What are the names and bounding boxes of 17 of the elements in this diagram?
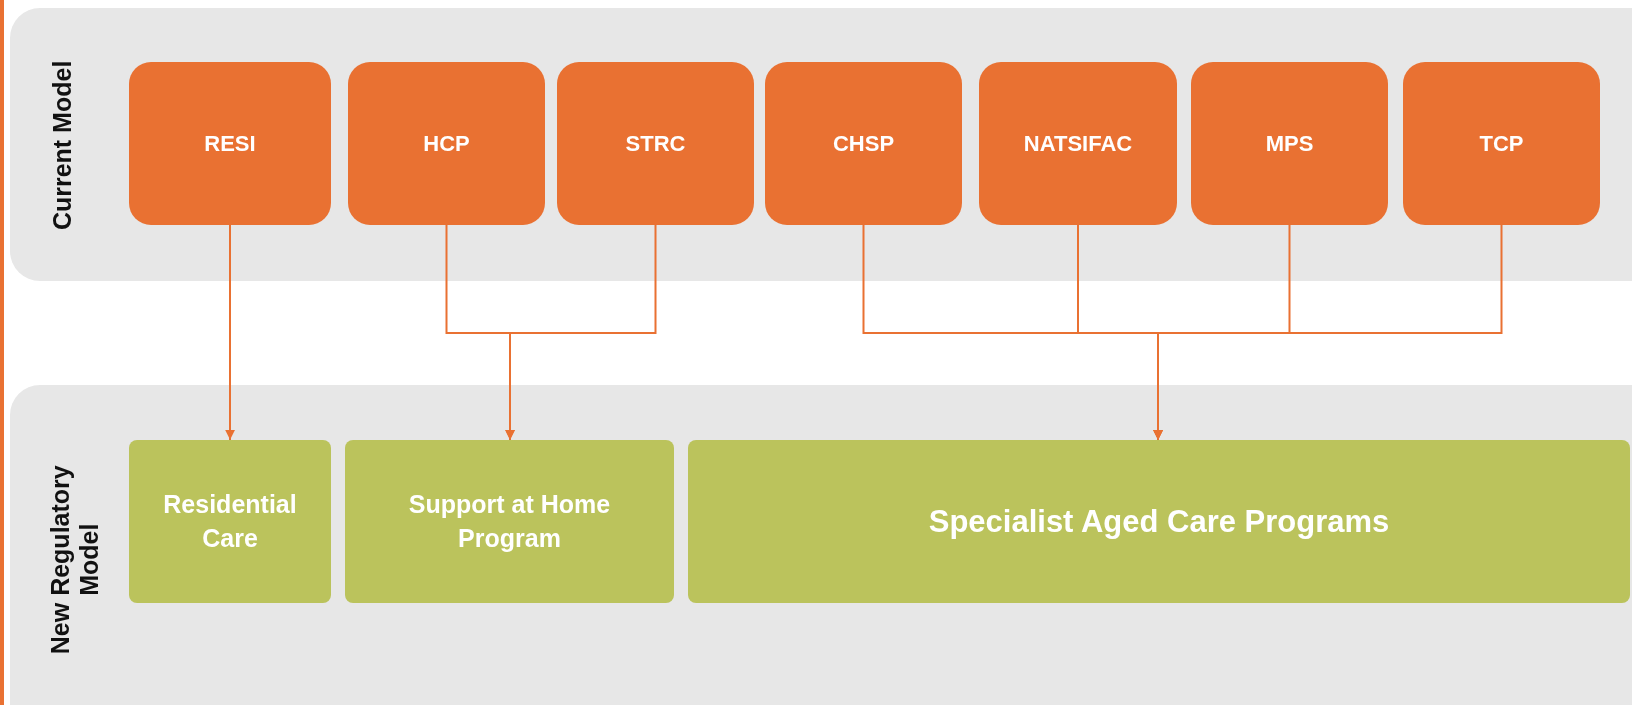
connector-arrow [1153, 224, 1503, 441]
band-label: New Regulatory Model [46, 464, 104, 657]
band-label: Current Model [47, 59, 77, 233]
connector-arrow [225, 224, 235, 441]
model-band [10, 8, 1632, 281]
program-box: NATSIFAC [979, 62, 1177, 225]
program-box: Specialist Aged Care Programs [688, 440, 1630, 603]
program-box: RESI [129, 62, 331, 225]
program-box: Support at Home Program [345, 440, 674, 603]
program-box: STRC [557, 62, 754, 225]
program-box: HCP [348, 62, 545, 225]
program-box: MPS [1191, 62, 1388, 225]
connector-arrow [505, 224, 657, 441]
program-box: Residential Care [129, 440, 331, 603]
program-box: TCP [1403, 62, 1600, 225]
program-box: CHSP [765, 62, 962, 225]
model-band [10, 385, 1632, 705]
